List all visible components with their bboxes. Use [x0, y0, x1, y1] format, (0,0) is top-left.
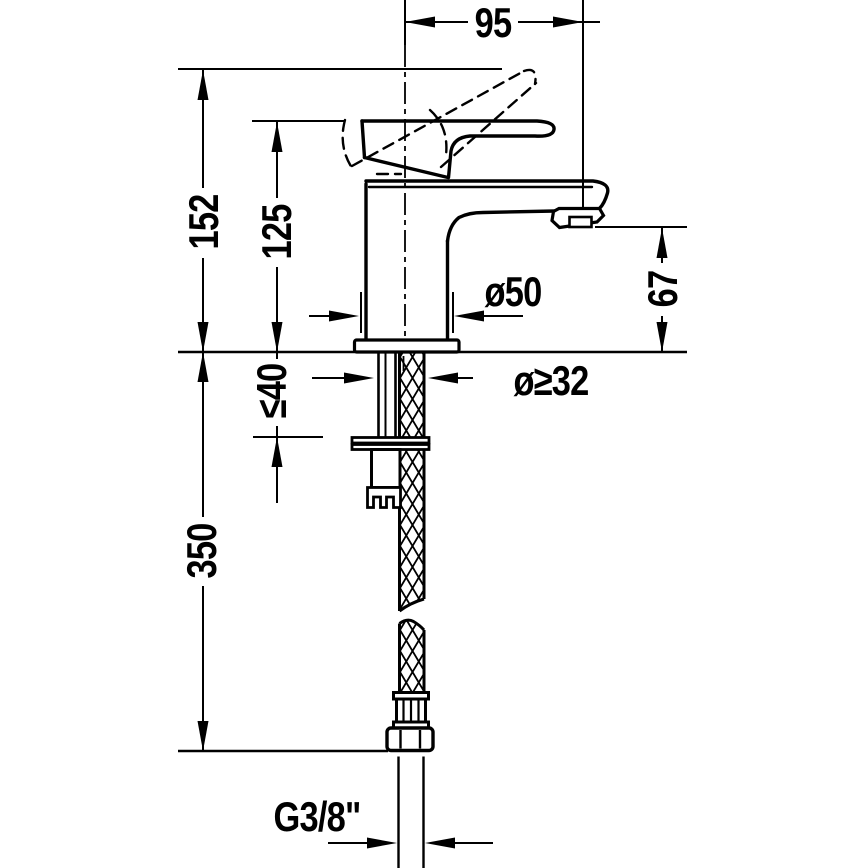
dimension-hose-length	[197, 352, 209, 751]
dimension-hole-diameter	[312, 372, 473, 384]
hose-ferrule	[392, 691, 430, 730]
handle-lever	[360, 119, 556, 180]
threaded-rod	[377, 353, 405, 438]
clamp-plate	[350, 436, 431, 451]
dimension-spout-reach	[405, 16, 600, 28]
dim-label-connection-thread: G3/8"	[273, 793, 362, 840]
handle-raised-outline	[341, 68, 538, 176]
aerator-detail	[568, 215, 593, 229]
base-flange	[352, 338, 461, 354]
dim-label-handle-height: 125	[253, 204, 300, 260]
hose-hex-nut	[385, 726, 435, 753]
dim-label-deck-thickness: ≤40	[248, 363, 295, 419]
faucet-body	[352, 179, 610, 354]
dim-label-total-height: 152	[180, 194, 227, 250]
dim-label-base-diameter: ø50	[484, 268, 543, 315]
mounting-nut	[366, 448, 402, 509]
dim-label-spout-reach: 95	[474, 0, 512, 46]
dimension-base-diameter	[309, 292, 523, 333]
dim-label-hose-length: 350	[178, 523, 225, 579]
dimension-connection-thread	[328, 837, 493, 849]
supply-pipe	[397, 756, 425, 868]
dimension-handle-height	[271, 122, 283, 352]
dim-label-outlet-height: 67	[639, 270, 686, 308]
dimension-outlet-height	[656, 228, 668, 352]
dim-label-hole-diameter: ø≥32	[513, 357, 590, 404]
dimension-deck-thickness	[271, 353, 283, 503]
supply-hose	[398, 353, 426, 693]
dimension-total-height	[197, 70, 209, 352]
